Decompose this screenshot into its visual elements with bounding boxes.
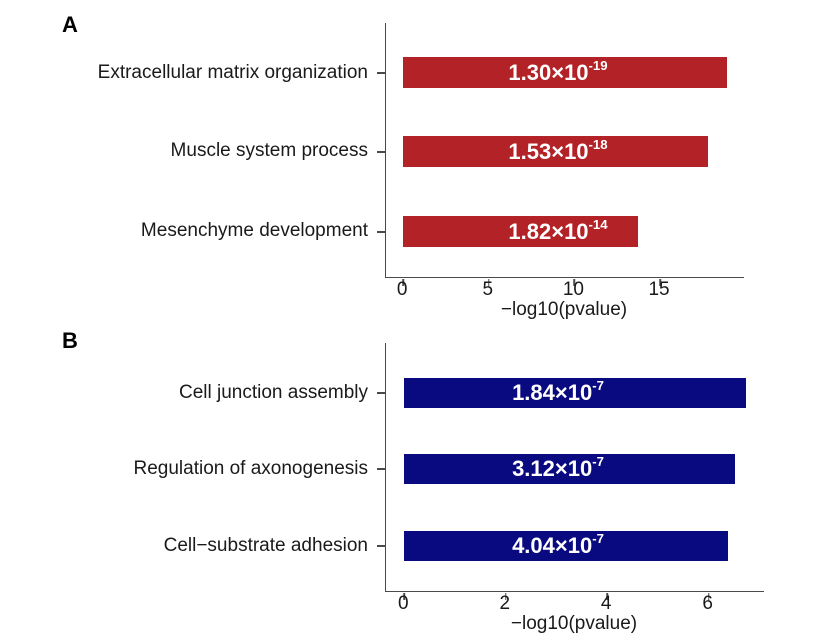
bar <box>403 216 639 247</box>
y-axis-tick <box>377 231 385 233</box>
pvalue-mantissa: 4.04×10 <box>512 533 593 558</box>
x-tick-labels: 0 2 4 6 <box>385 593 763 614</box>
x-axis-tick <box>504 593 507 600</box>
x-tick-label: 4 <box>600 593 612 614</box>
pvalue-mantissa: 1.30×10 <box>508 60 589 85</box>
x-tick-label: 6 <box>702 593 713 614</box>
category-label: Regulation of axonogenesis <box>133 458 368 479</box>
x-axis-title: −log10(pvalue) <box>500 299 628 320</box>
category-label: Cell junction assembly <box>178 382 368 403</box>
y-axis-tick <box>377 468 385 470</box>
x-axis-tick <box>659 279 661 286</box>
pvalue-exponent: -14 <box>588 216 608 232</box>
x-axis-tick <box>488 279 490 286</box>
plot-area: 1.30×10-19 1.53×10-18 1.82×10-14 <box>377 23 744 286</box>
pvalue-exponent: -7 <box>592 530 604 546</box>
panel-a-label: A <box>62 12 78 37</box>
bar-value-label: 1.82×10-14 <box>508 216 607 247</box>
pvalue-exponent: -7 <box>592 377 604 393</box>
category-label: Muscle system process <box>170 140 368 161</box>
y-axis-tick <box>377 151 385 153</box>
panel-b-label: B <box>62 328 78 353</box>
plot-area: 1.84×10-7 3.12×10-7 4.04×10-7 <box>377 343 764 600</box>
category-label: Cell−substrate adhesion <box>163 535 368 556</box>
x-tick-labels: 0 5 10 15 <box>385 279 743 300</box>
x-axis-tick <box>403 593 406 600</box>
bar <box>404 531 729 561</box>
category-label: Mesenchyme development <box>140 220 368 241</box>
pvalue-mantissa: 1.84×10 <box>512 380 593 405</box>
x-axis-tick <box>573 279 576 286</box>
bar <box>403 57 727 88</box>
pvalue-exponent: -19 <box>588 57 608 73</box>
x-tick-label: 0 <box>397 593 409 614</box>
bar <box>403 136 709 167</box>
pvalue-mantissa: 1.53×10 <box>508 139 589 164</box>
bar <box>404 378 747 408</box>
x-tick-label: 5 <box>482 279 494 300</box>
x-tick-label: 15 <box>648 279 670 300</box>
pvalue-exponent: -18 <box>588 136 608 152</box>
x-tick-label: 0 <box>396 279 408 300</box>
x-axis-tick <box>402 279 404 286</box>
x-axis-title: −log10(pvalue) <box>510 613 638 634</box>
pvalue-exponent: -7 <box>592 453 604 469</box>
bar-value-label: 1.53×10-18 <box>508 136 607 167</box>
y-axis-tick <box>377 392 385 394</box>
x-axis-tick <box>707 593 710 600</box>
y-axis-tick <box>377 72 385 74</box>
bar-value-label: 1.84×10-7 <box>512 378 604 408</box>
x-tick-label: 10 <box>562 279 584 300</box>
x-axis-tick <box>606 593 608 600</box>
pvalue-mantissa: 3.12×10 <box>512 456 593 481</box>
category-label: Extracellular matrix organization <box>97 62 368 83</box>
x-tick-label: 2 <box>499 593 511 614</box>
bar <box>404 454 735 484</box>
bar-value-label: 4.04×10-7 <box>512 531 604 561</box>
y-axis-tick <box>377 545 385 547</box>
bar-value-label: 3.12×10-7 <box>512 454 604 484</box>
bar-value-label: 1.30×10-19 <box>508 57 607 88</box>
pvalue-mantissa: 1.82×10 <box>508 219 589 244</box>
